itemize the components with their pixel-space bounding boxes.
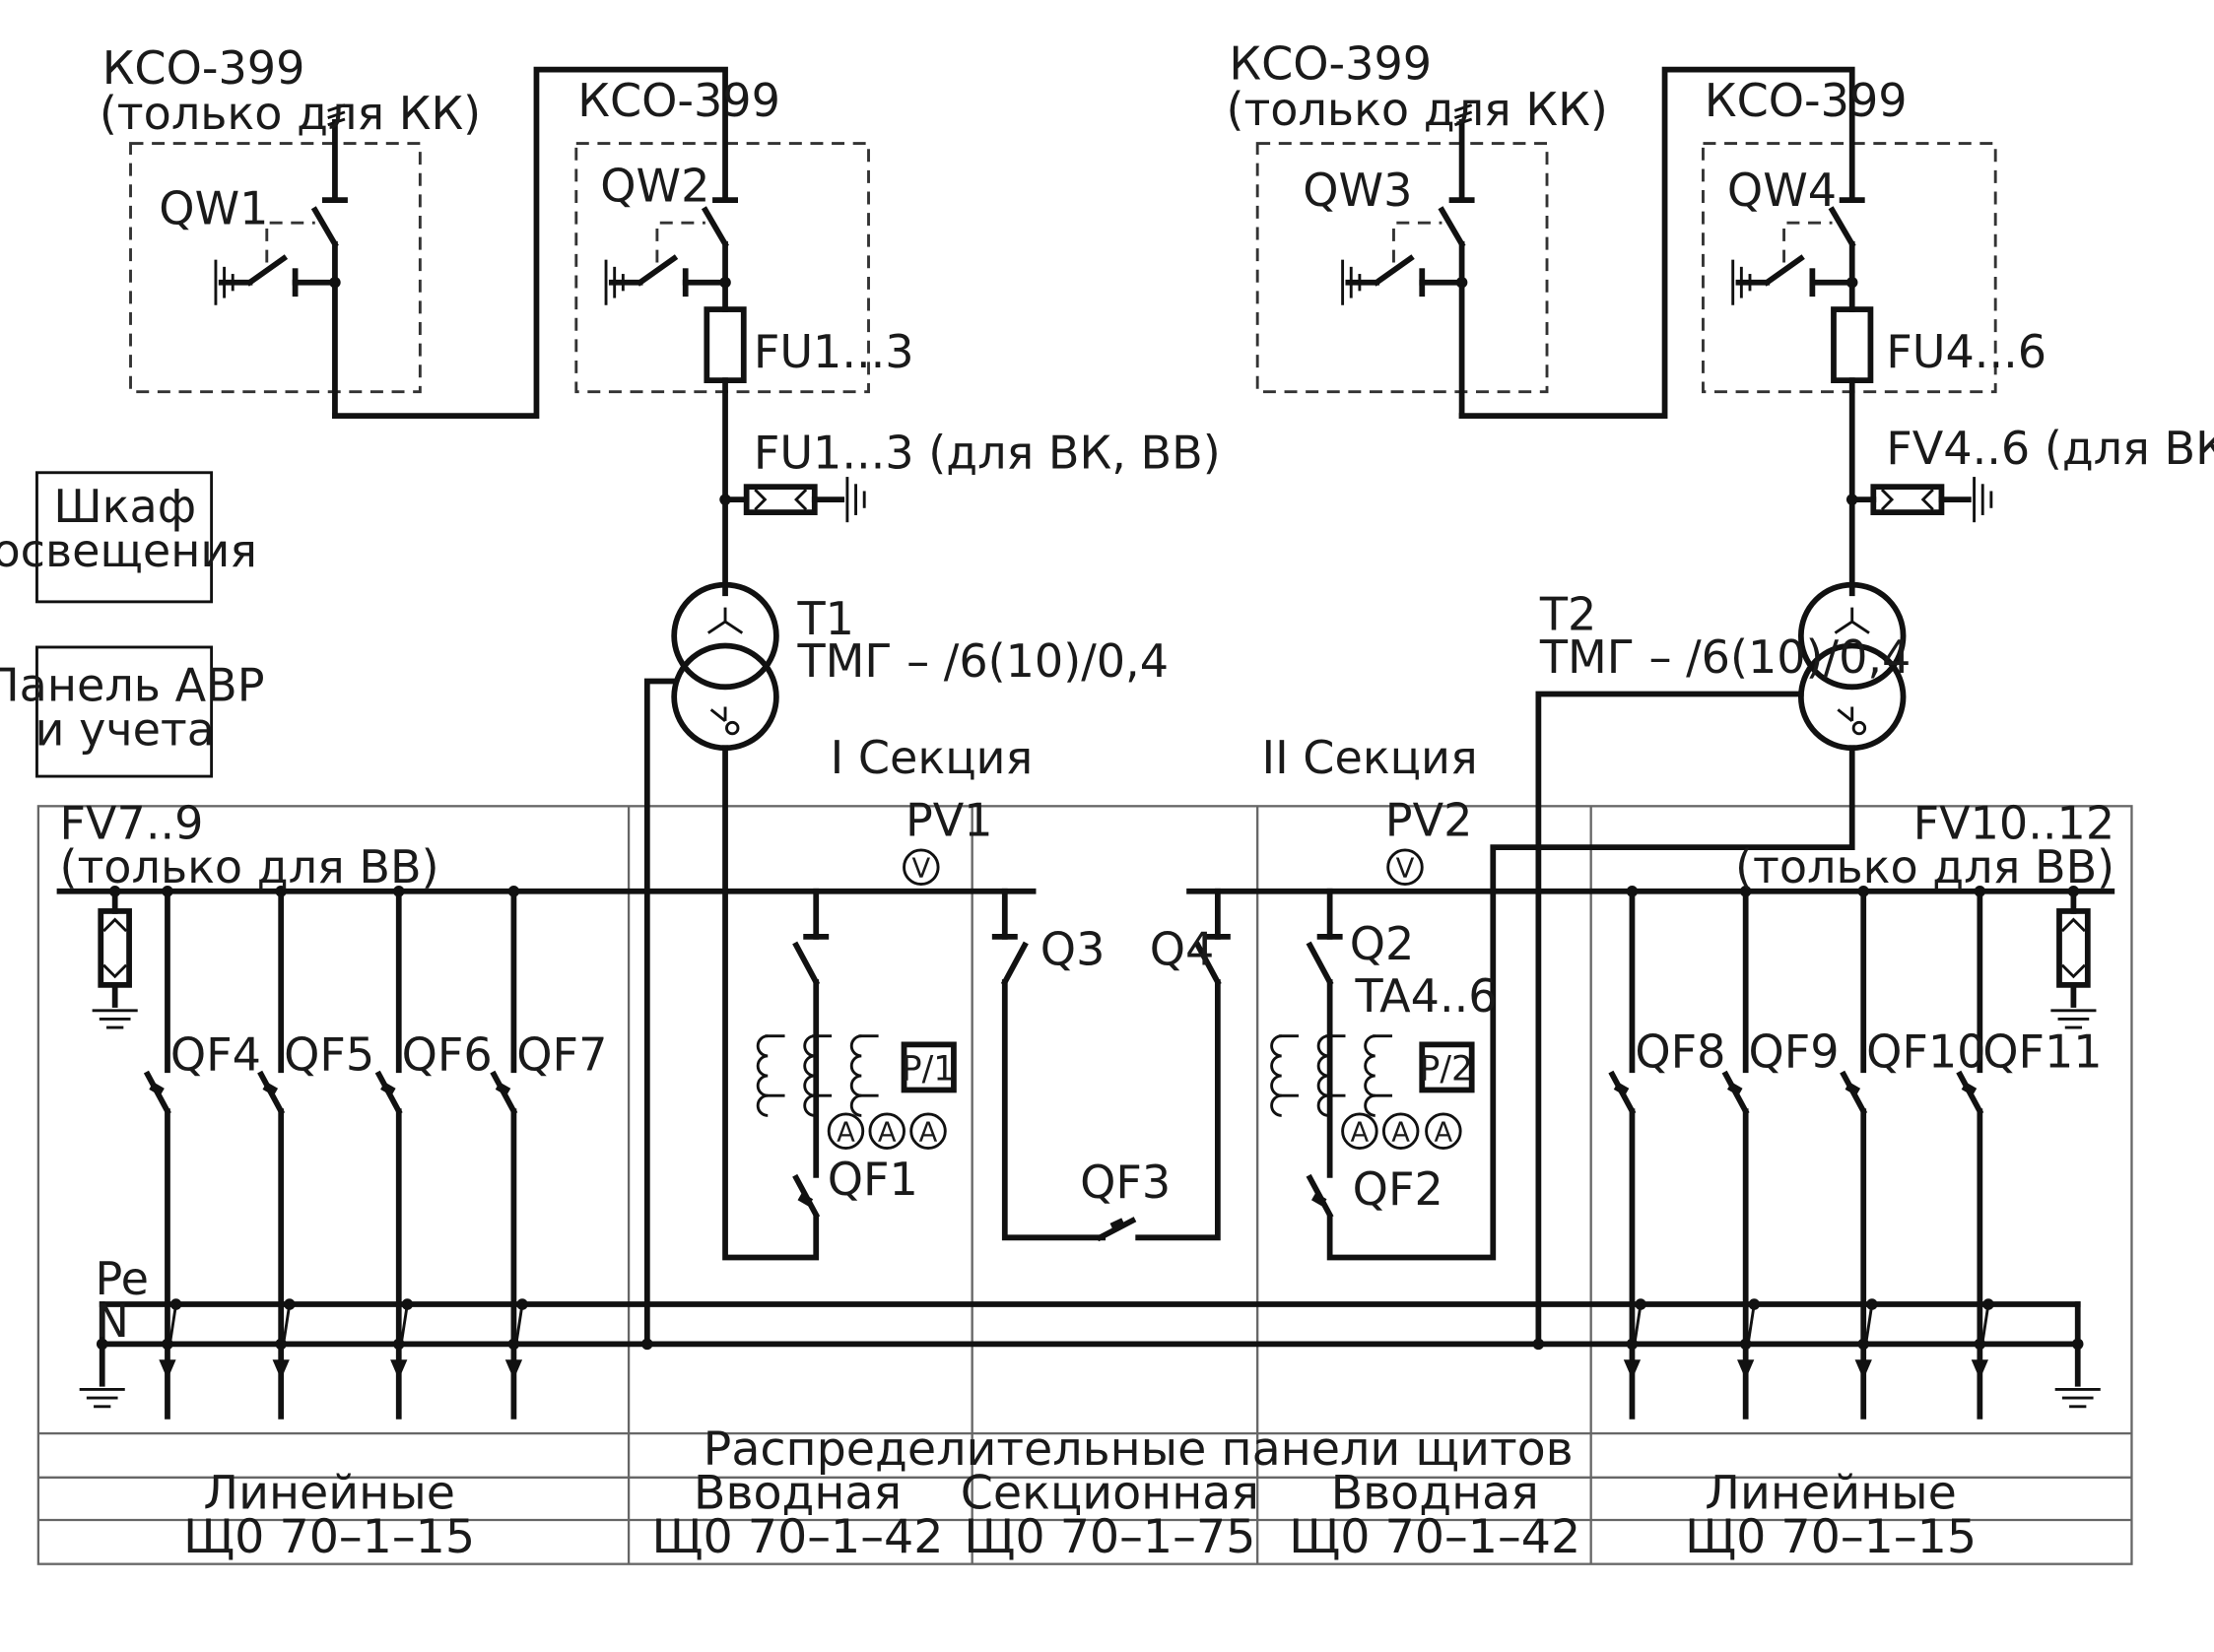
table-type-2: Вводная <box>694 1466 902 1520</box>
feeder-qf11 <box>1956 886 1994 1420</box>
t1-type: ТМГ – /6(10)/0,4 <box>796 634 1169 688</box>
q4-label: Q4 <box>1150 923 1215 976</box>
feeder-qf4 <box>143 886 182 1420</box>
qw1-label: QW1 <box>159 182 268 235</box>
avr-line1: Панель АВР <box>0 659 265 712</box>
kso-qw2: КСО-399 <box>577 74 780 127</box>
qw2-label: QW2 <box>600 160 709 213</box>
fu-right-label: FU4...6 <box>1886 325 2046 378</box>
fv-left-line1: FV7..9 <box>59 796 203 849</box>
avr-line2: и учета <box>35 702 215 756</box>
feeder-qf7 <box>490 886 528 1420</box>
lighting-line1: Шкаф <box>53 480 196 533</box>
t2-type: ТМГ – /6(10)/0,4 <box>1539 630 1912 684</box>
lighting-cabinet-box <box>35 471 214 604</box>
pv1-label: PV1 <box>906 794 993 847</box>
lighting-line2: освещения <box>0 524 257 577</box>
kso-qw3-line2: (только для КК) <box>1226 83 1607 136</box>
fv-left-line2: (только для ВВ) <box>59 840 438 893</box>
ta-label: TA4..6 <box>1355 969 1498 1023</box>
q3-label: Q3 <box>1040 923 1106 976</box>
table-code-4: Щ0 70–1–42 <box>1289 1510 1580 1564</box>
kso-qw1-line2: (только для КК) <box>100 87 481 140</box>
pv2-volt-symbol: V <box>1396 853 1415 884</box>
table-type-3: Секционная <box>961 1466 1259 1520</box>
qw4-label: QW4 <box>1727 164 1837 217</box>
kso-qw3-line1: КСО-399 <box>1229 37 1432 91</box>
feeder-qf8 <box>1608 886 1646 1420</box>
ammeter-1a: A <box>837 1117 855 1148</box>
feeder-qf10 <box>1840 886 1878 1420</box>
fu-left-label: FU1...3 <box>754 325 914 378</box>
ammeter-1c: A <box>919 1117 938 1148</box>
ammeter-1b: A <box>878 1117 897 1148</box>
arrester-right-label: FV4..6 (для ВК, ВВ) <box>1886 422 2214 475</box>
feeder-breakers <box>143 886 1994 1420</box>
ammeter-2b: A <box>1391 1117 1410 1148</box>
section-1-label: I Секция <box>831 731 1034 784</box>
t2-label: T2 <box>1539 588 1596 641</box>
qw3-label: QW3 <box>1303 164 1412 217</box>
hv-right <box>1255 66 1997 752</box>
arrester-left-label: FU1...3 (для ВК, ВВ) <box>754 426 1221 479</box>
kso-qw4: КСО-399 <box>1705 74 1908 127</box>
section-2-label: II Секция <box>1262 731 1478 784</box>
feeder-qf9 <box>1721 886 1761 1420</box>
table-type-5: Линейные <box>1705 1466 1957 1520</box>
qf2-label: QF2 <box>1353 1162 1443 1216</box>
panel-table: Распределительные панели щитов Линейные … <box>183 1422 1977 1564</box>
feeder-qf5 <box>257 886 296 1420</box>
table-title: Распределительные панели щитов <box>704 1422 1574 1477</box>
qf1-label: QF1 <box>828 1153 918 1206</box>
n-label: N <box>96 1294 129 1348</box>
lv-switchboard <box>36 678 2133 1565</box>
table-code-1: Щ0 70–1–15 <box>183 1510 475 1564</box>
feeder-label-qf7: QF7 <box>516 1027 607 1081</box>
table-type-4: Вводная <box>1331 1466 1539 1520</box>
feeder-label-qf9: QF9 <box>1749 1024 1840 1078</box>
table-type-1: Линейные <box>203 1466 455 1520</box>
fv-right-line1: FV10..12 <box>1913 796 2115 849</box>
table-code-3: Щ0 70–1–75 <box>964 1510 1255 1564</box>
meter-p2: P/2 <box>1420 1049 1473 1089</box>
feeder-qf6 <box>374 886 414 1420</box>
fv-right-line2: (только для ВВ) <box>1735 840 2114 893</box>
feeder-label-qf4: QF4 <box>170 1027 261 1081</box>
avr-panel-box <box>35 645 214 778</box>
ammeter-2a: A <box>1351 1117 1370 1148</box>
feeder-label-qf11: QF11 <box>1982 1024 2102 1078</box>
feeder-label-qf6: QF6 <box>402 1027 493 1081</box>
feeder-label-qf5: QF5 <box>284 1027 374 1081</box>
ammeter-2c: A <box>1435 1117 1453 1148</box>
labels: КСО-399 (только для КК) КСО-399 КСО-399 … <box>0 37 2214 1348</box>
pv2-label: PV2 <box>1385 794 1473 847</box>
feeder-label-qf8: QF8 <box>1635 1024 1725 1078</box>
hv-left <box>129 66 870 752</box>
table-code-5: Щ0 70–1–15 <box>1685 1510 1977 1564</box>
kso-qw1-line1: КСО-399 <box>102 41 305 95</box>
qf3-label: QF3 <box>1080 1156 1171 1209</box>
pv1-volt-symbol: V <box>911 853 930 884</box>
table-code-2: Щ0 70–1–42 <box>652 1510 944 1564</box>
q2-label: Q2 <box>1350 917 1415 970</box>
t1-label: T1 <box>796 592 853 645</box>
feeder-label-qf10: QF10 <box>1866 1024 1985 1078</box>
pe-label: Pe <box>96 1252 149 1305</box>
meter-p1: P/1 <box>902 1049 955 1089</box>
